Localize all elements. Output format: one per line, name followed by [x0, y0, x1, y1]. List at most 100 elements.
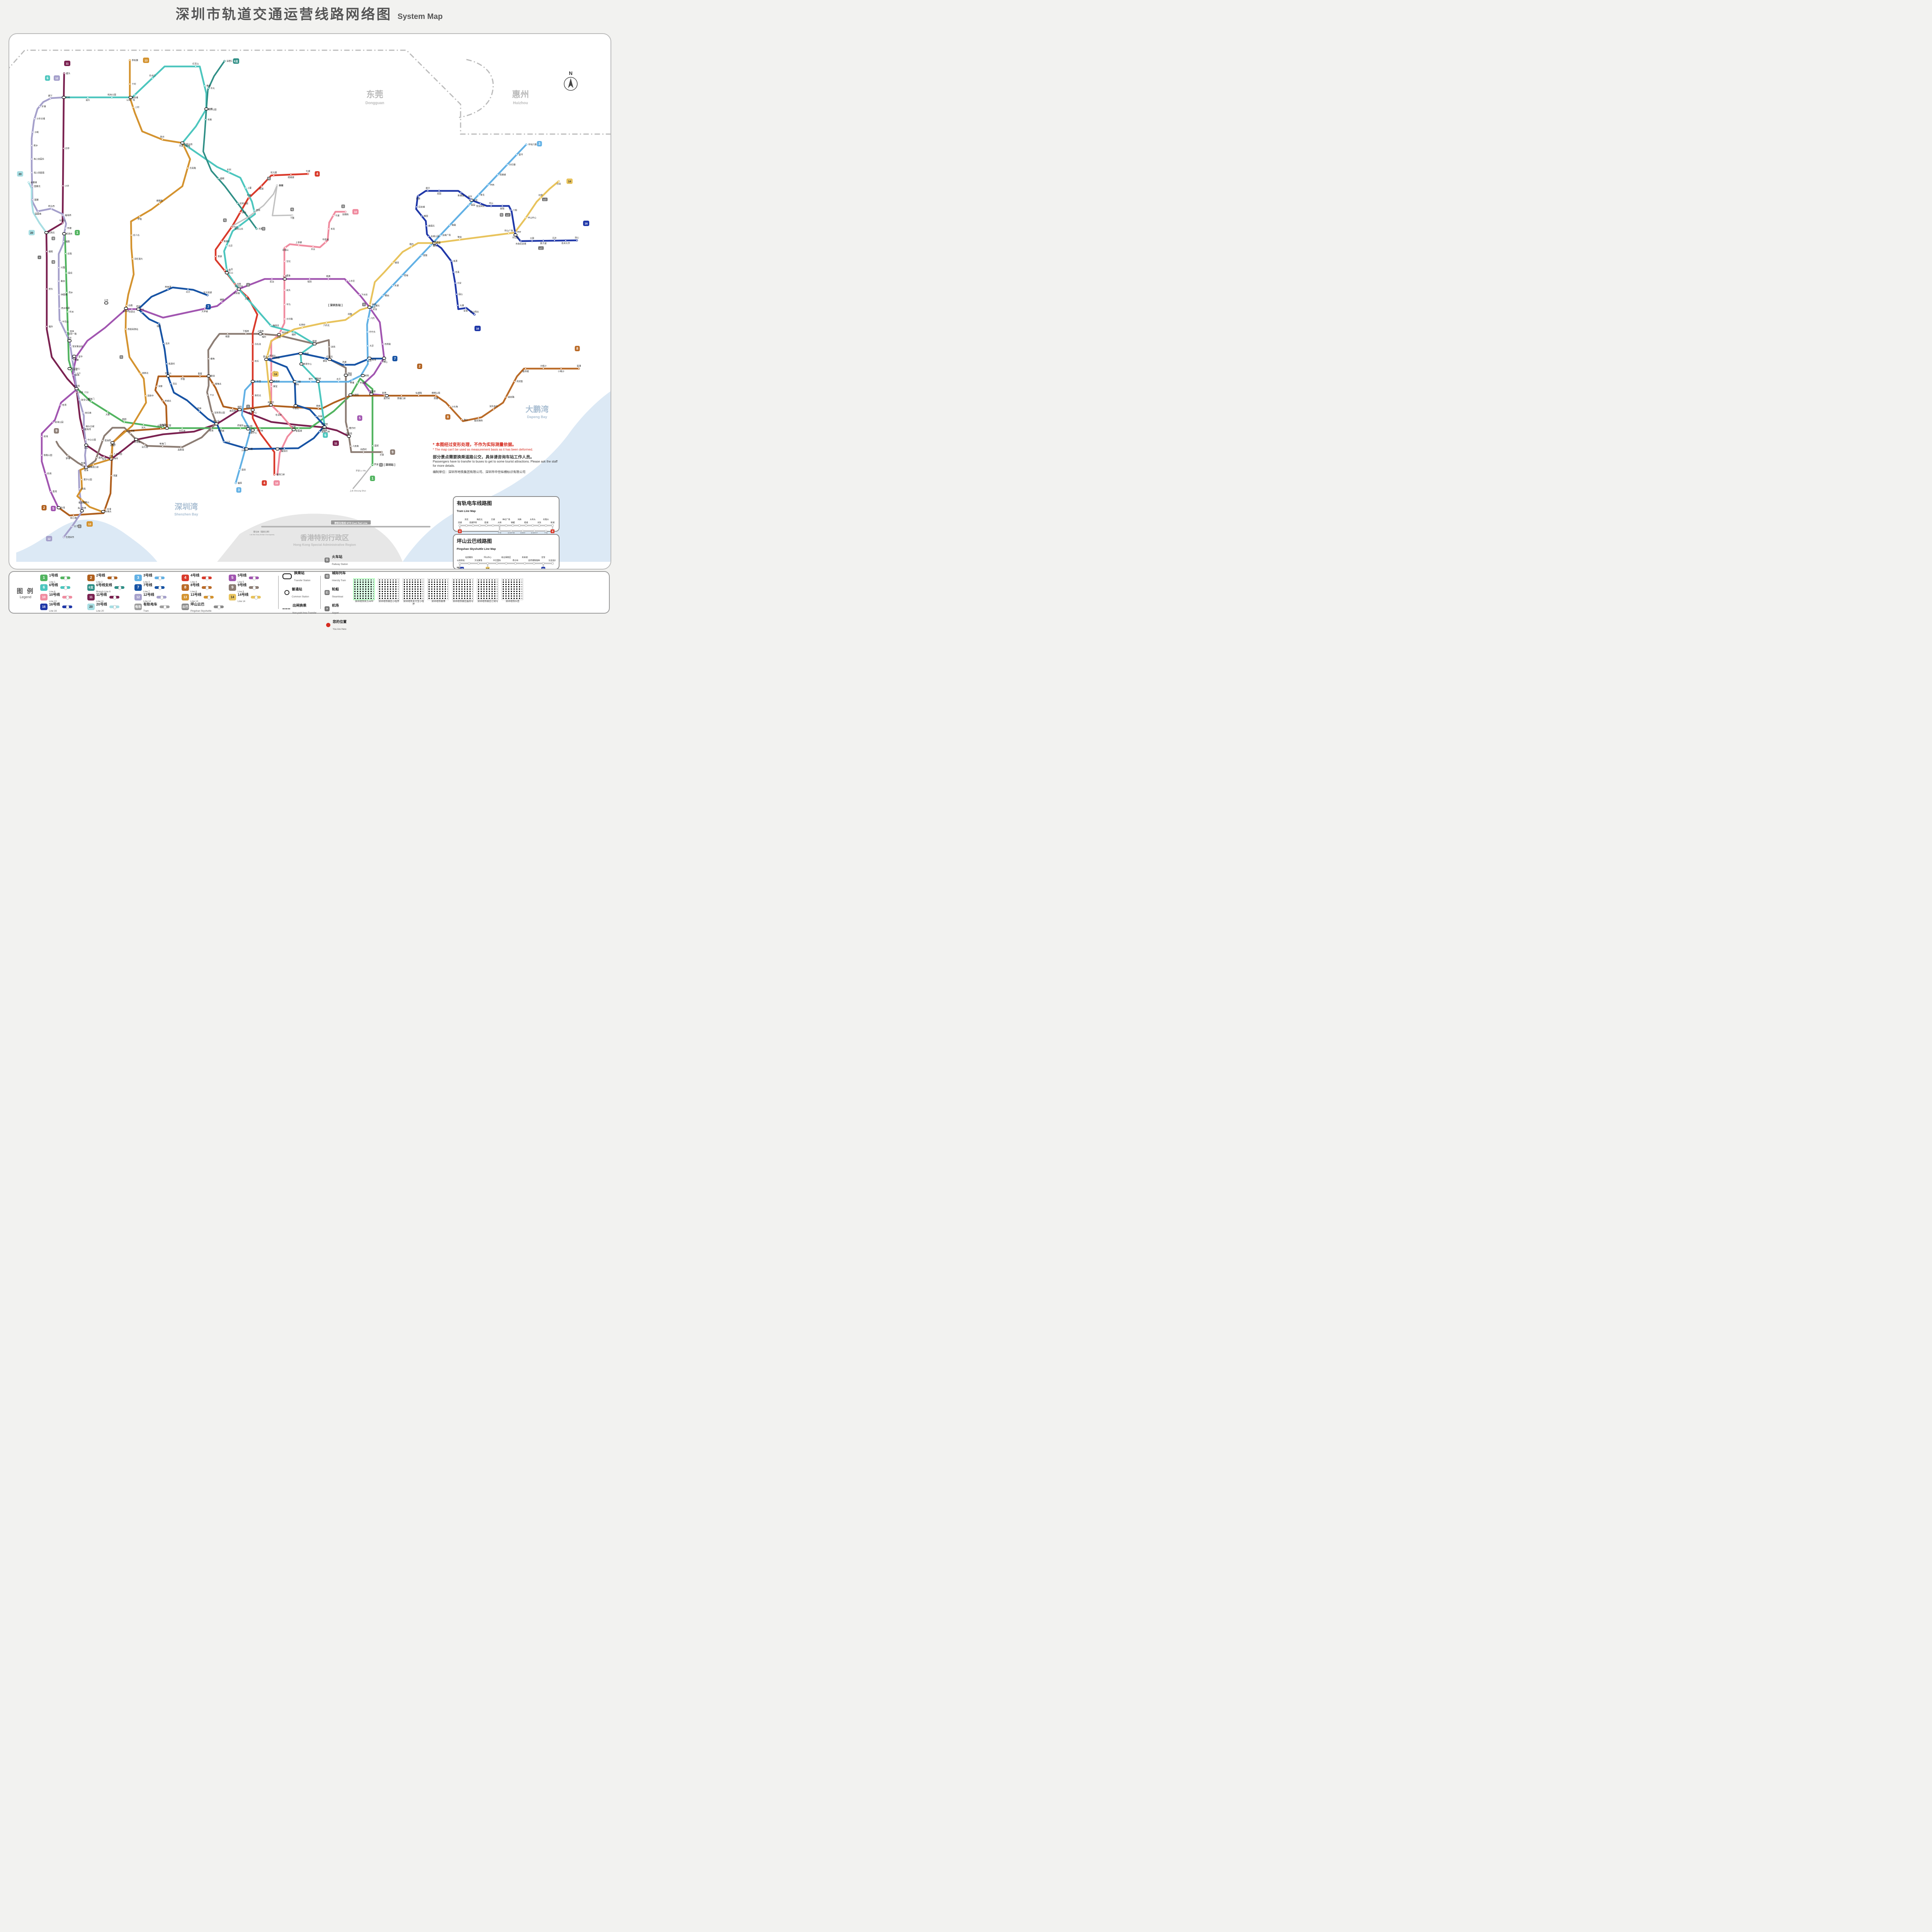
station-label: 深湾 — [209, 429, 214, 432]
station-label: 应人石 — [133, 233, 140, 236]
line-tram — [231, 185, 278, 227]
station-凉帽山 — [284, 246, 287, 248]
station-会展中心 — [250, 429, 255, 432]
station-四联 — [349, 316, 351, 318]
station-label: 深大 — [141, 426, 146, 429]
station-label: 新澜 — [279, 184, 284, 187]
station-label: 华强北 — [293, 407, 299, 410]
station-label: 新生 — [480, 193, 485, 196]
station-六和 — [510, 209, 512, 211]
station-公明广场 — [128, 96, 133, 99]
station-label: 丹竹头 — [369, 330, 376, 333]
line-badge-11 — [64, 61, 70, 66]
line-badge-2 — [41, 505, 47, 510]
station-label: 下梅林 — [243, 330, 249, 333]
station-下村 — [129, 83, 131, 85]
line-badge-1 — [75, 230, 80, 235]
station-label: 坪山围 — [512, 236, 519, 239]
legend-line-zh: 坪山云巴 — [190, 602, 205, 606]
station-label: 德雅路 — [156, 199, 163, 202]
svg-text:坪山中心: 坪山中心 — [484, 556, 492, 559]
station-湖贝 — [369, 393, 374, 396]
station-鸿安围 — [513, 380, 515, 383]
station-label: 步涌 — [42, 105, 46, 108]
region-label-en: Hong Kong Special Administrative Region — [293, 543, 356, 546]
station-label: 黄阁坑 — [428, 224, 435, 227]
tram-line-map-inset: 有轨电车线路图 Tram Line Map 清湖清龙清湖学校梅龙北碧澜文澜大和世… — [453, 496, 560, 535]
station-label: 盐田墟 — [522, 370, 529, 373]
station-label: 深云 — [173, 382, 177, 385]
station-label: 光明 — [208, 107, 213, 111]
station-红山 — [224, 271, 229, 274]
line-mtr2 — [352, 466, 372, 489]
region-label-en: Dapeng Bay — [527, 415, 547, 419]
station-label: 国展南 — [35, 213, 41, 216]
station-大和 — [276, 184, 278, 187]
station-向西村 — [362, 451, 365, 453]
station-label: 高新园 — [160, 423, 166, 426]
annotation: 落马洲（福田口岸） — [253, 531, 270, 533]
station-label: 合水口 — [149, 74, 156, 77]
line-badge-1 — [370, 476, 375, 481]
station-燕子湖 — [542, 240, 544, 242]
station-label: 回龙埔 — [418, 205, 425, 208]
station-铁路公园 — [41, 454, 43, 456]
station-label: 宝安客运站 — [72, 345, 83, 348]
station-楼村 — [203, 85, 206, 87]
legend-line-en: Line 1 — [49, 581, 56, 583]
station-留仙洞 — [124, 307, 128, 310]
station-label: 长岭陂 — [233, 292, 240, 295]
station-label: 坪洲 — [69, 310, 74, 313]
station-红岭 — [344, 374, 348, 377]
station-label: 坪山广场 — [504, 229, 513, 232]
station-小梅沙 — [560, 367, 562, 370]
railway-futian-glyph: 铁 — [247, 405, 249, 408]
legend-line-badge: 11 — [87, 594, 95, 600]
you-are-here-icon — [326, 622, 331, 627]
station-吉祥 — [429, 244, 432, 247]
station-八卦岭 — [298, 352, 303, 355]
legend-line-sample — [60, 576, 71, 580]
svg-text:梅龙北: 梅龙北 — [477, 518, 483, 521]
skyshuttle-pingshan-center-icon — [542, 197, 548, 201]
station-罗湖北 — [266, 355, 269, 357]
station-label: 大运中心 — [432, 240, 441, 243]
line-badge-label: 20 — [19, 173, 22, 176]
station-label: 宝安 — [102, 457, 107, 461]
station-label: 塘朗 — [220, 298, 224, 301]
legend-line-sample — [214, 605, 224, 609]
station-label: 新安公园 — [81, 398, 90, 401]
tram-inset-title-en: Tram Line Map — [457, 510, 476, 513]
station-label: 固戍 — [68, 272, 73, 275]
station-label: 坳背 — [372, 303, 376, 306]
station-label: 龙井 — [165, 342, 170, 345]
station-label: 红岭 — [348, 374, 352, 377]
station-侨城北 — [162, 400, 164, 402]
station-下围 — [291, 214, 293, 216]
station-label: 福保 — [238, 481, 242, 485]
station-花果山 — [80, 501, 82, 503]
station-四海 — [78, 488, 81, 490]
line-badge-4 — [315, 171, 320, 177]
station-label: 华强南 — [321, 429, 327, 432]
line-12 — [31, 96, 87, 538]
svg-text:铁: 铁 — [457, 567, 459, 570]
station-label: 双拥街 — [342, 213, 349, 216]
station-label: 太安 — [382, 359, 386, 362]
station-甘坑 — [283, 260, 286, 263]
qr-caption: 深圳地铁微信小程序 — [378, 600, 400, 603]
station-label: 侨香 — [181, 378, 185, 381]
station-label: 深圳湾公园 — [214, 411, 225, 414]
station-新生 — [477, 194, 480, 196]
line-16 — [415, 190, 578, 316]
station-宝安 — [103, 455, 105, 457]
station-label: 会展中心 — [248, 431, 257, 434]
station-白石塘 — [506, 163, 509, 166]
station-光明城 — [255, 228, 258, 230]
station-罗湖 — [371, 463, 373, 466]
station-松岗 — [61, 96, 66, 99]
